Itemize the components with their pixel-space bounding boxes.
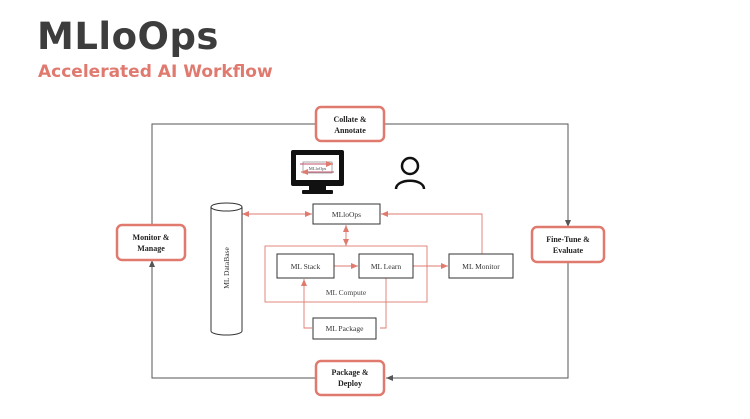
edge-monitor-to-collate	[151, 123, 316, 225]
stage-finetune-line2: Evaluate	[553, 246, 584, 255]
ml-database: ML DataBase	[210, 202, 243, 336]
monitor-icon: MLloOps	[291, 150, 344, 194]
stage-package: Package & Deploy	[314, 359, 386, 397]
lifecycle-loop	[149, 123, 571, 381]
stage-collate-line2: Annotate	[334, 126, 366, 135]
page-subtitle: Accelerated AI Workflow	[38, 62, 273, 82]
stage-collate: Collate & Annotate	[314, 105, 386, 143]
stage-monitor-line1: Monitor &	[133, 233, 170, 242]
node-ml-package: ML Package	[312, 317, 377, 340]
ml-database-label: ML DataBase	[222, 247, 231, 289]
stage-monitor-line2: Manage	[137, 244, 165, 253]
page-title: MLloOps	[37, 15, 219, 58]
node-ml-stack: ML Stack	[276, 253, 335, 279]
edge-finetune-to-package	[386, 262, 569, 381]
ml-compute-label: ML Compute	[326, 288, 367, 297]
node-mlloops: MLloOps	[312, 203, 381, 225]
edge-package-to-stack	[301, 279, 312, 329]
node-ml-package-label: ML Package	[326, 324, 365, 333]
edge-learn-to-package	[380, 277, 387, 329]
edge-monitor-to-mlloops	[381, 211, 483, 254]
ml-compute-region	[264, 245, 428, 303]
edge-package-to-monitor	[149, 260, 316, 379]
user-icon	[394, 156, 426, 190]
node-mlloops-label: MLloOps	[332, 210, 361, 219]
stage-package-line1: Package &	[331, 368, 368, 377]
stage-monitor: Monitor & Manage	[115, 223, 187, 262]
screen-logo-text: MLloOps	[309, 166, 327, 171]
node-ml-learn-label: ML Learn	[371, 262, 402, 271]
stage-finetune-line1: Fine-Tune &	[546, 235, 590, 244]
internal-connectors	[242, 211, 483, 329]
node-ml-learn: ML Learn	[358, 253, 414, 279]
node-ml-monitor: ML Monitor	[448, 253, 514, 279]
stage-package-line2: Deploy	[338, 379, 362, 388]
edge-collate-to-finetune	[384, 123, 571, 227]
stage-collate-line1: Collate &	[333, 115, 366, 124]
node-ml-stack-label: ML Stack	[291, 262, 321, 271]
node-ml-monitor-label: ML Monitor	[462, 262, 500, 271]
stage-finetune: Fine-Tune & Evaluate	[530, 225, 606, 264]
